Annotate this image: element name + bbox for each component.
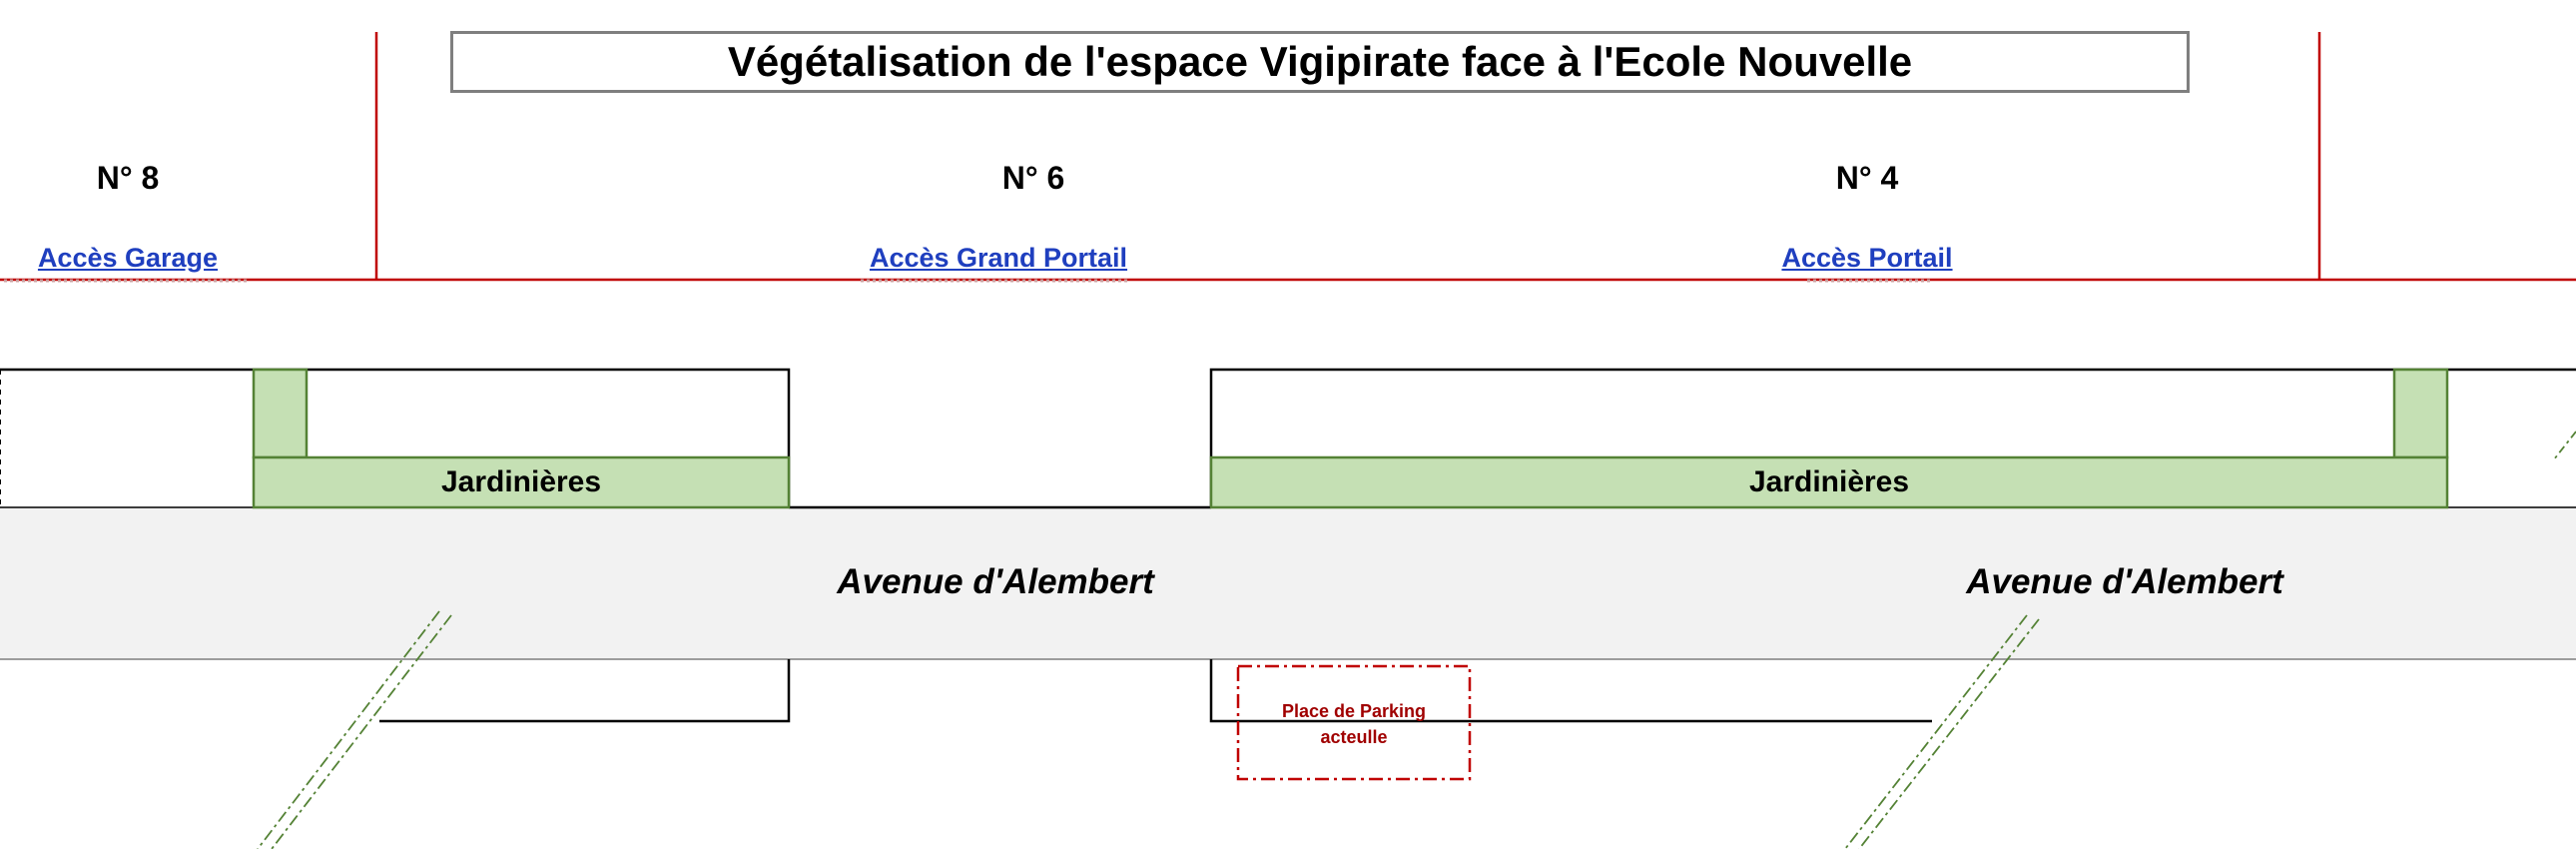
parking-label-line1: Place de Parking: [1281, 701, 1427, 721]
crossing-far-right: [2553, 430, 2576, 460]
planter-left: [252, 455, 791, 509]
access-grand-portail: Accès Grand Portail: [869, 243, 1128, 273]
page-title: Végétalisation de l'espace Vigipirate fa…: [450, 31, 2190, 93]
crossing-left: [257, 610, 452, 849]
sidewalk-south: [379, 659, 791, 723]
access-portail: Accès Portail: [1781, 243, 1953, 273]
sidewalk-south: [1209, 659, 1932, 723]
parking-label-line2: acteulle: [1320, 727, 1388, 747]
house-number-4: N° 4: [1835, 160, 1899, 196]
parking-place: [1236, 664, 1472, 781]
house-number-8: N° 8: [96, 160, 160, 196]
street-label-left: Avenue d'Alembert: [837, 562, 1154, 601]
planter-right: [1209, 455, 2449, 509]
crossing-right: [1844, 614, 2040, 849]
road: [0, 507, 2576, 659]
planter-post: [252, 368, 309, 459]
parking-label: Place de Parking acteulle: [1238, 698, 1470, 750]
house-number-6: N° 6: [1001, 160, 1065, 196]
planter-label-left: Jardinières: [440, 465, 602, 498]
access-garage: Accès Garage: [37, 243, 219, 273]
planter-post: [2392, 368, 2449, 459]
planter-label-right: Jardinières: [1748, 465, 1910, 498]
street-label-right: Avenue d'Alembert: [1966, 562, 2283, 601]
